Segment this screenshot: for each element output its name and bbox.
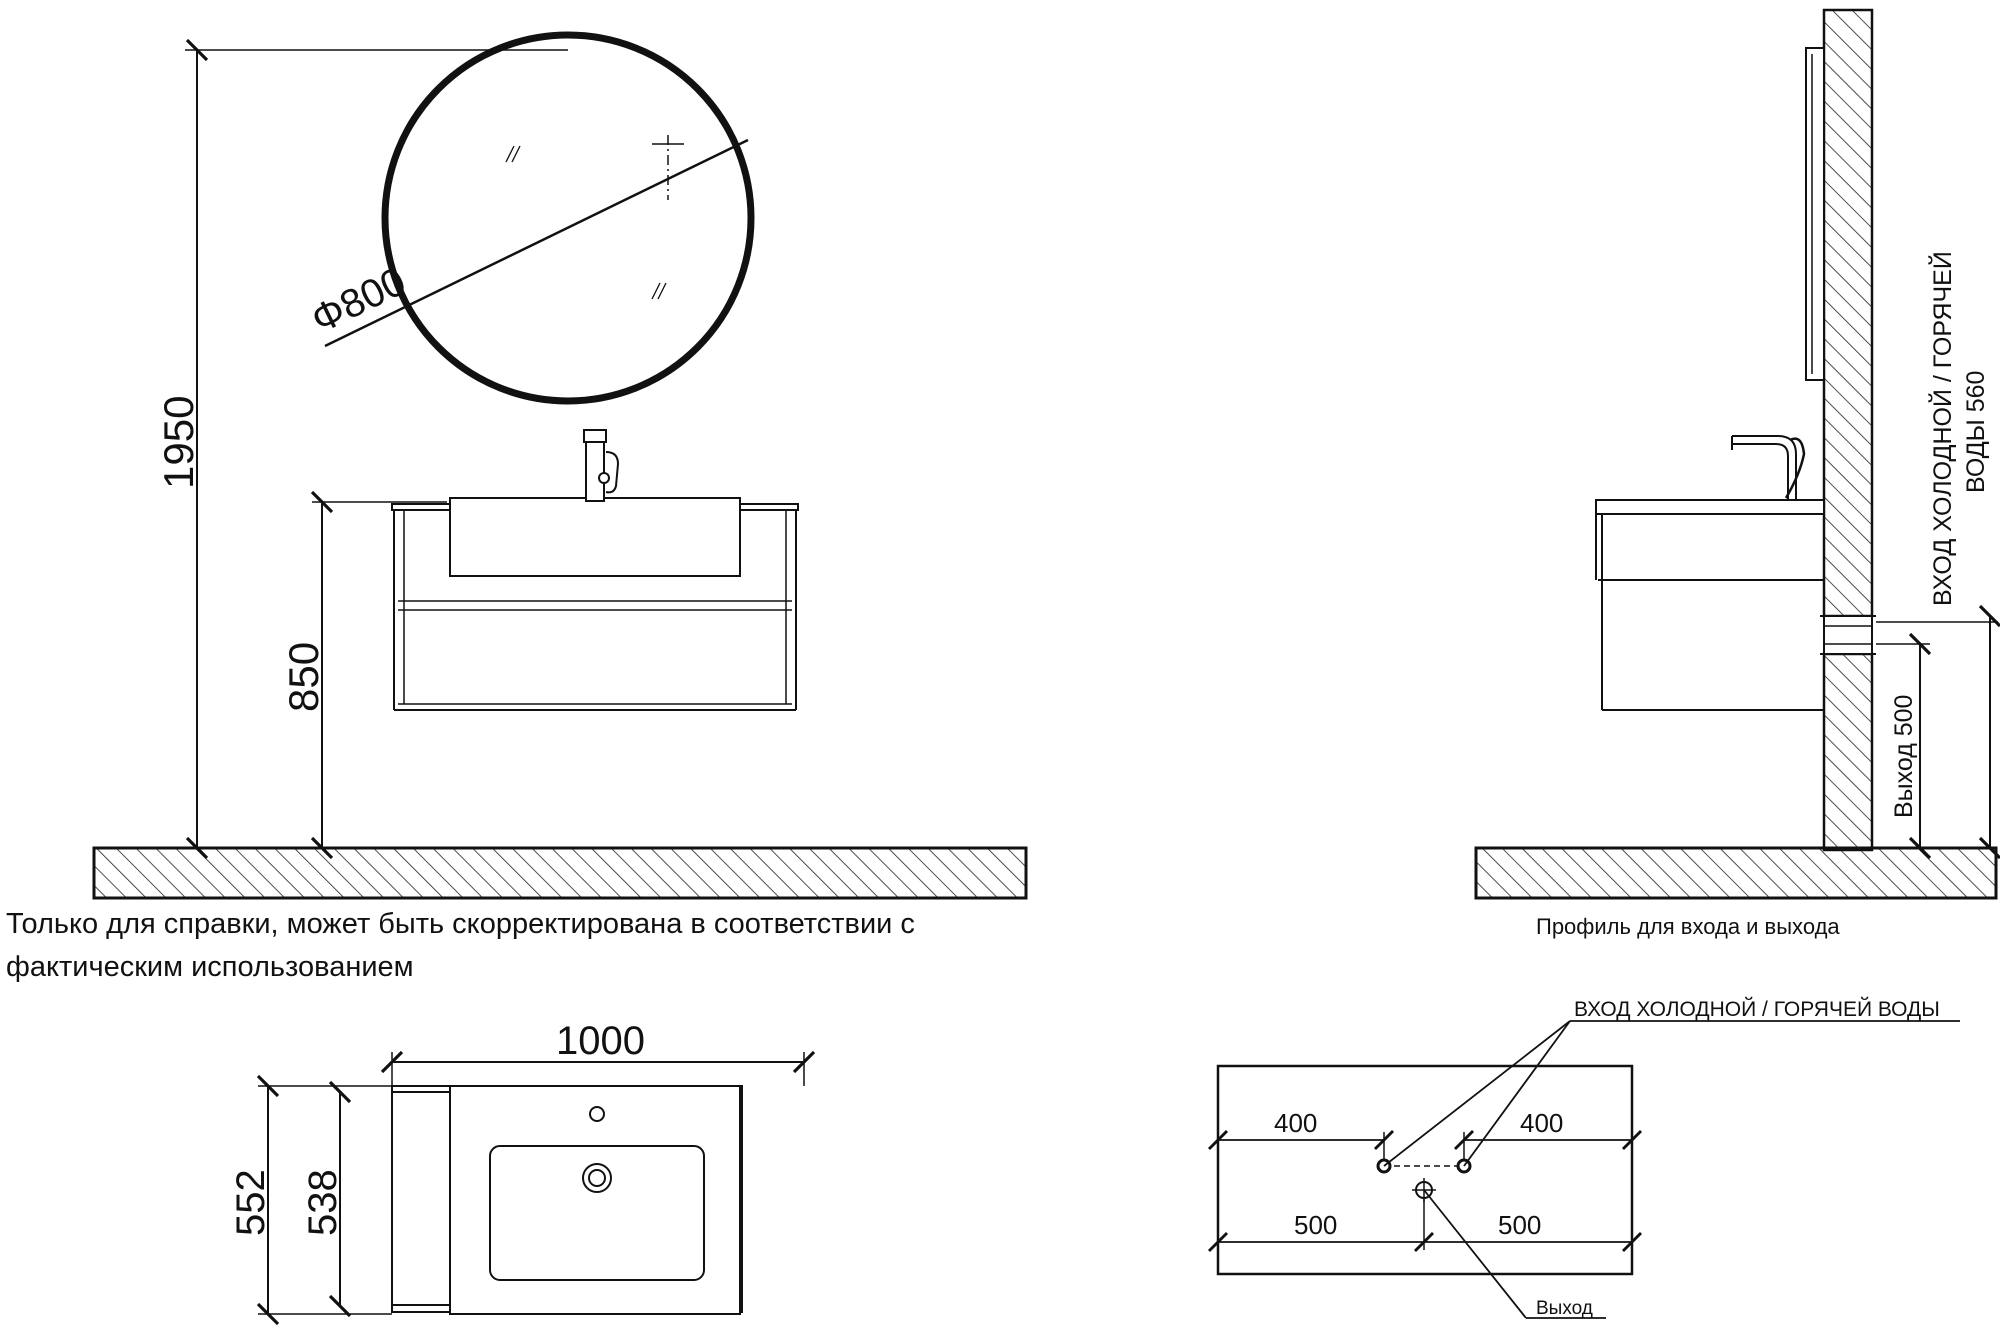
floor-profile bbox=[1474, 846, 1998, 900]
outlet-vertical-label: Выход 500 bbox=[1890, 695, 1918, 818]
profile-view: ВХОД ХОЛОДНОЙ / ГОРЯЧЕЙ ВОДЫ 560 Выход 5… bbox=[1474, 8, 2000, 900]
mirror-profile bbox=[1805, 47, 1825, 381]
depth-538-label: 538 bbox=[301, 1169, 345, 1236]
faucet-front bbox=[583, 429, 620, 502]
diameter-line bbox=[324, 138, 749, 348]
width-1000-label: 1000 bbox=[556, 1019, 645, 1063]
height-1950-label: 1950 bbox=[155, 396, 202, 489]
height-850-label: 850 bbox=[280, 642, 327, 712]
depth-552-label: 552 bbox=[229, 1169, 273, 1236]
inlet-vertical-label-line1: ВХОД ХОЛОДНОЙ / ГОРЯЧЕЙ bbox=[1927, 251, 1957, 606]
outlet-bottom-label: Выход bbox=[1536, 1298, 1593, 1319]
connection-plan: 400 400 500 500 ВХОД ХОЛОДНОЙ / ГОРЯЧЕЙ … bbox=[1207, 997, 1960, 1319]
wall-upper bbox=[1822, 8, 1874, 618]
right-inlet-400-label: 400 bbox=[1520, 1108, 1563, 1138]
vanity-cabinet-front bbox=[391, 497, 799, 711]
vanity-cabinet-profile bbox=[1595, 499, 1825, 711]
left-500-label: 500 bbox=[1294, 1210, 1337, 1240]
front-elevation: Φ800 1950 850 bbox=[92, 31, 1028, 900]
left-inlet-400-label: 400 bbox=[1274, 1108, 1317, 1138]
round-mirror bbox=[381, 31, 755, 405]
right-500-label: 500 bbox=[1498, 1210, 1541, 1240]
profile-caption: Профиль для входа и выхода bbox=[1536, 914, 1840, 939]
floor-front bbox=[92, 846, 1028, 900]
faucet-profile bbox=[1731, 435, 1806, 500]
inlet-top-label: ВХОД ХОЛОДНОЙ / ГОРЯЧЕЙ ВОДЫ bbox=[1574, 997, 1940, 1021]
wall-lower bbox=[1822, 652, 1874, 852]
wall-plan bbox=[1216, 1064, 1634, 1276]
reference-note: Только для справки, может быть скорректи… bbox=[6, 908, 915, 983]
top-view: 1000 552 538 bbox=[229, 1019, 816, 1326]
basin-top-outline bbox=[391, 1085, 743, 1315]
inlet-vertical-label-line2: ВОДЫ 560 bbox=[1962, 371, 1990, 493]
glass-marks bbox=[505, 145, 667, 300]
